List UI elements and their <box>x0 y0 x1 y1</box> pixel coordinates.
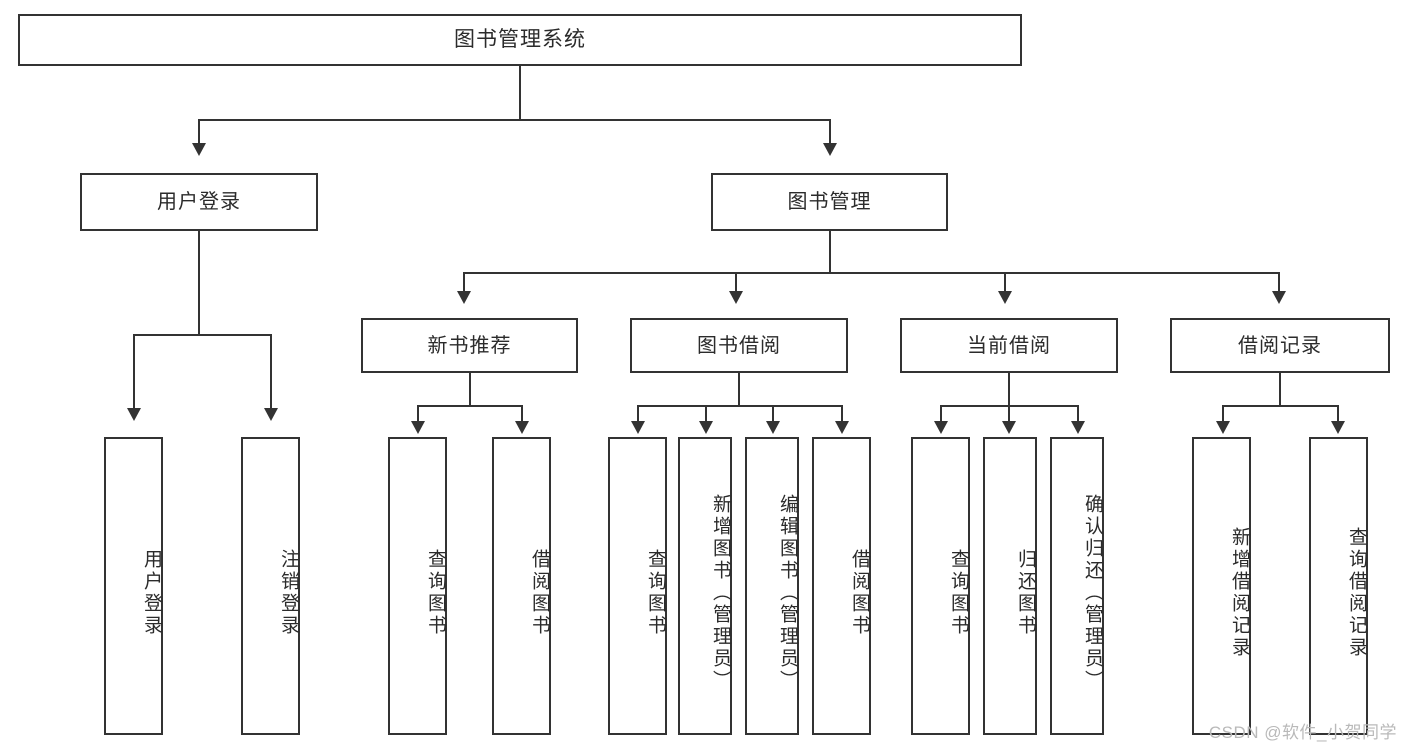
connector-bm-drop-new-book <box>463 272 465 293</box>
node-current-borrow[interactable]: 当前借阅 <box>900 318 1118 373</box>
node-leaf-query-book-3[interactable]: 查询图书 <box>911 437 970 735</box>
arrow-to-leaf-query-book-3 <box>934 421 948 434</box>
node-leaf-user-login-label: 用户登录 <box>141 549 162 637</box>
node-root-system-label: 图书管理系统 <box>454 28 586 52</box>
connector-bm-drop-current-borrow <box>1004 272 1006 293</box>
node-current-borrow-label: 当前借阅 <box>967 334 1051 357</box>
node-leaf-add-record[interactable]: 新增借阅记录 <box>1192 437 1251 735</box>
connector-book-management-bus <box>463 272 1280 274</box>
node-leaf-user-logout-label: 注销登录 <box>278 549 299 637</box>
node-leaf-query-book-3-label: 查询图书 <box>948 549 969 637</box>
node-leaf-confirm-return[interactable]: 确认归还（管理员） <box>1050 437 1104 735</box>
connector-bm-drop-borrow-record <box>1278 272 1280 293</box>
connector-cb-stem <box>1008 373 1010 407</box>
node-book-management-label: 图书管理 <box>787 191 872 213</box>
connector-root-bus <box>198 119 831 121</box>
node-leaf-query-book-1[interactable]: 查询图书 <box>388 437 447 735</box>
connector-bb-stem <box>738 373 740 407</box>
arrow-to-leaf-confirm-return <box>1071 421 1085 434</box>
connector-root-to-user-login <box>198 119 200 145</box>
connector-bb-drop-1 <box>637 405 639 423</box>
node-leaf-borrow-book-2-label: 借阅图书 <box>849 549 870 637</box>
connector-br-bus <box>1222 405 1339 407</box>
node-leaf-edit-book-label: 编辑图书（管理员） <box>777 494 798 692</box>
node-book-management[interactable]: 图书管理 <box>711 173 948 231</box>
arrow-to-leaf-query-record <box>1331 421 1345 434</box>
connector-bb-drop-4 <box>841 405 843 423</box>
node-leaf-query-book-1-label: 查询图书 <box>425 549 446 637</box>
arrow-to-leaf-add-book <box>699 421 713 434</box>
arrow-to-borrow-record <box>1272 291 1286 304</box>
node-user-login[interactable]: 用户登录 <box>80 173 318 231</box>
node-leaf-borrow-book-2[interactable]: 借阅图书 <box>812 437 871 735</box>
connector-nbr-stem <box>469 373 471 407</box>
node-new-book-recommend-label: 新书推荐 <box>427 334 512 357</box>
node-leaf-add-record-label: 新增借阅记录 <box>1229 527 1250 659</box>
connector-bb-drop-3 <box>772 405 774 423</box>
arrow-to-new-book-recommend <box>457 291 471 304</box>
node-book-borrow-label: 图书借阅 <box>697 334 781 357</box>
connector-cb-drop-3 <box>1077 405 1079 423</box>
node-leaf-query-record-label: 查询借阅记录 <box>1346 527 1367 659</box>
node-leaf-return-book[interactable]: 归还图书 <box>983 437 1037 735</box>
arrow-to-leaf-return-book <box>1002 421 1016 434</box>
arrow-to-leaf-borrow-book-2 <box>835 421 849 434</box>
node-leaf-query-book-2-label: 查询图书 <box>645 549 666 637</box>
arrow-to-book-borrow <box>729 291 743 304</box>
connector-cb-drop-2 <box>1008 405 1010 423</box>
node-leaf-confirm-return-label: 确认归还（管理员） <box>1082 494 1103 692</box>
connector-nbr-bus <box>417 405 523 407</box>
node-leaf-user-login[interactable]: 用户登录 <box>104 437 163 735</box>
connector-user-login-stem <box>198 231 200 335</box>
node-leaf-return-book-label: 归还图书 <box>1015 549 1036 637</box>
node-leaf-add-book[interactable]: 新增图书（管理员） <box>678 437 732 735</box>
node-leaf-query-record[interactable]: 查询借阅记录 <box>1309 437 1368 735</box>
node-leaf-borrow-book-1[interactable]: 借阅图书 <box>492 437 551 735</box>
connector-user-login-drop-1 <box>133 334 135 410</box>
connector-br-drop-1 <box>1222 405 1224 423</box>
connector-bb-drop-2 <box>705 405 707 423</box>
node-root-system[interactable]: 图书管理系统 <box>18 14 1022 66</box>
connector-user-login-drop-2 <box>270 334 272 410</box>
node-user-login-label: 用户登录 <box>157 191 241 213</box>
connector-root-to-book-management <box>829 119 831 145</box>
node-leaf-add-book-label: 新增图书（管理员） <box>710 494 731 692</box>
connector-root-stem <box>519 66 521 120</box>
node-leaf-borrow-book-1-label: 借阅图书 <box>529 549 550 637</box>
node-borrow-record-label: 借阅记录 <box>1238 334 1322 357</box>
connector-bb-bus <box>637 405 843 407</box>
node-book-borrow[interactable]: 图书借阅 <box>630 318 848 373</box>
connector-book-management-stem <box>829 231 831 273</box>
arrow-to-leaf-edit-book <box>766 421 780 434</box>
arrow-to-leaf-user-login <box>127 408 141 421</box>
node-leaf-query-book-2[interactable]: 查询图书 <box>608 437 667 735</box>
connector-user-login-bus <box>133 334 271 336</box>
arrow-to-leaf-user-logout <box>264 408 278 421</box>
node-new-book-recommend[interactable]: 新书推荐 <box>361 318 578 373</box>
connector-nbr-drop-2 <box>521 405 523 423</box>
arrow-to-leaf-borrow-book-1 <box>515 421 529 434</box>
arrow-to-current-borrow <box>998 291 1012 304</box>
connector-bm-drop-book-borrow <box>735 272 737 293</box>
connector-nbr-drop-1 <box>417 405 419 423</box>
connector-br-stem <box>1279 373 1281 407</box>
node-borrow-record[interactable]: 借阅记录 <box>1170 318 1390 373</box>
node-leaf-edit-book[interactable]: 编辑图书（管理员） <box>745 437 799 735</box>
arrow-root-to-user-login <box>192 143 206 156</box>
arrow-root-to-book-management <box>823 143 837 156</box>
arrow-to-leaf-add-record <box>1216 421 1230 434</box>
node-leaf-user-logout[interactable]: 注销登录 <box>241 437 300 735</box>
arrow-to-leaf-query-book-2 <box>631 421 645 434</box>
arrow-to-leaf-query-book-1 <box>411 421 425 434</box>
connector-cb-drop-1 <box>940 405 942 423</box>
connector-br-drop-2 <box>1337 405 1339 423</box>
